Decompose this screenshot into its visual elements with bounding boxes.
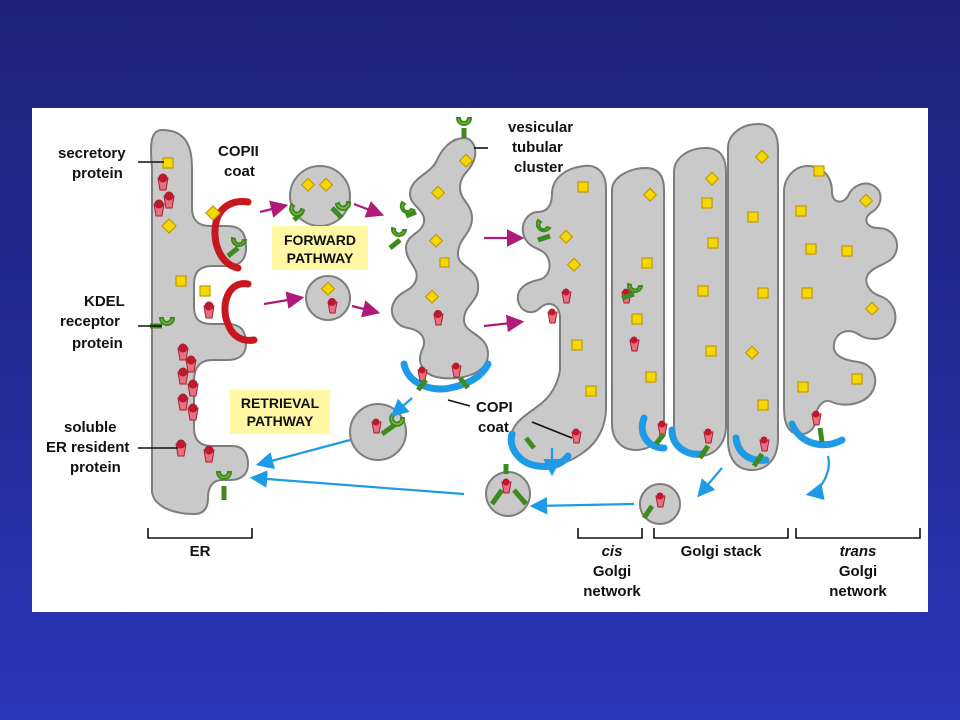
cis-golgi-label-3: network bbox=[583, 583, 641, 600]
region-brackets bbox=[147, 528, 921, 539]
cis-budding-cargo bbox=[524, 428, 582, 450]
trans-budding-cargo bbox=[811, 410, 825, 443]
copii-coat-bottom bbox=[221, 280, 258, 344]
copii-coat-label-1: COPII bbox=[218, 143, 259, 160]
forward-pathway-label-1: FORWARD bbox=[284, 232, 356, 248]
vtc-label-3: cluster bbox=[514, 159, 563, 176]
cis-resident bbox=[547, 288, 572, 324]
golgi-transport-diagram: FORWARD PATHWAY RETRIEVAL PATHWAY secret… bbox=[46, 117, 921, 600]
retrieval-vesicle-cargo bbox=[371, 412, 406, 437]
golgi-receptors bbox=[621, 282, 644, 301]
vtc-label-2: tubular bbox=[512, 139, 563, 156]
copi-coat-trans bbox=[788, 420, 846, 449]
er-secretory-proteins bbox=[161, 157, 221, 297]
kdel-label-3: protein bbox=[72, 335, 123, 352]
copi-coat-label-1: COPI bbox=[476, 399, 513, 416]
copi-coat-cluster bbox=[400, 360, 492, 393]
cis-golgi-network bbox=[510, 164, 607, 467]
copi-coat-cis bbox=[507, 430, 572, 470]
retrieval-arrows bbox=[249, 397, 830, 515]
retrieval-pathway-label-2: PATHWAY bbox=[247, 413, 314, 429]
kdel-label-2: receptor bbox=[60, 313, 120, 330]
soluble-er-label-3: protein bbox=[70, 459, 121, 476]
vesicle-forward-bottom bbox=[305, 275, 351, 321]
vesicle-retrieval-lower bbox=[485, 471, 531, 517]
trans-golgi-label-1: trans bbox=[840, 543, 877, 560]
retrieval-lower-cargo bbox=[489, 464, 528, 506]
forward-arrows bbox=[259, 200, 525, 333]
retrieval-golgi-cargo bbox=[641, 492, 666, 520]
forward-pathway-box bbox=[272, 226, 368, 270]
vtc-resident bbox=[433, 310, 444, 326]
copi-coat-label-2: coat bbox=[478, 419, 509, 436]
vtc-cargo bbox=[424, 153, 474, 304]
cis-golgi-label-1: cis bbox=[602, 543, 623, 560]
forward-pathway-label-2: PATHWAY bbox=[287, 250, 354, 266]
soluble-er-label-1: soluble bbox=[64, 419, 117, 436]
golgi-stack bbox=[611, 122, 779, 472]
golgi-cargo bbox=[631, 149, 770, 411]
retrieval-pathway-label-1: RETRIEVAL bbox=[241, 395, 320, 411]
copii-coat-top bbox=[211, 198, 252, 272]
cis-cargo bbox=[558, 181, 597, 397]
vesicle-resident bbox=[327, 298, 338, 314]
er-label: ER bbox=[190, 543, 211, 560]
soluble-er-label-2: ER resident bbox=[46, 439, 129, 456]
golgi-stack-label: Golgi stack bbox=[681, 543, 763, 560]
diagram-panel: FORWARD PATHWAY RETRIEVAL PATHWAY secret… bbox=[32, 108, 928, 612]
leader-lines bbox=[138, 147, 573, 449]
vesicle-receptors bbox=[289, 201, 352, 222]
er-resident-proteins bbox=[153, 173, 215, 463]
retrieval-pathway-box bbox=[230, 390, 330, 434]
secretory-protein-label-2: protein bbox=[72, 165, 123, 182]
cluster-budding-cargo bbox=[416, 362, 470, 392]
trans-golgi-label-3: network bbox=[829, 583, 887, 600]
vtc-label-1: vesicular bbox=[508, 119, 573, 136]
golgi-budding-cargo bbox=[654, 420, 770, 468]
secretory-protein-label-1: secretory bbox=[58, 145, 126, 162]
kdel-label-1: KDEL bbox=[84, 293, 125, 310]
trans-golgi-label-2: Golgi bbox=[839, 563, 877, 580]
copi-coats-golgi bbox=[638, 414, 770, 464]
trans-cargo bbox=[795, 165, 880, 393]
cis-golgi-label-2: Golgi bbox=[593, 563, 631, 580]
vtc-receptors bbox=[388, 117, 473, 250]
cis-receptors bbox=[535, 218, 552, 243]
copii-coat-label-2: coat bbox=[224, 163, 255, 180]
vesicle-cargo bbox=[300, 177, 336, 296]
